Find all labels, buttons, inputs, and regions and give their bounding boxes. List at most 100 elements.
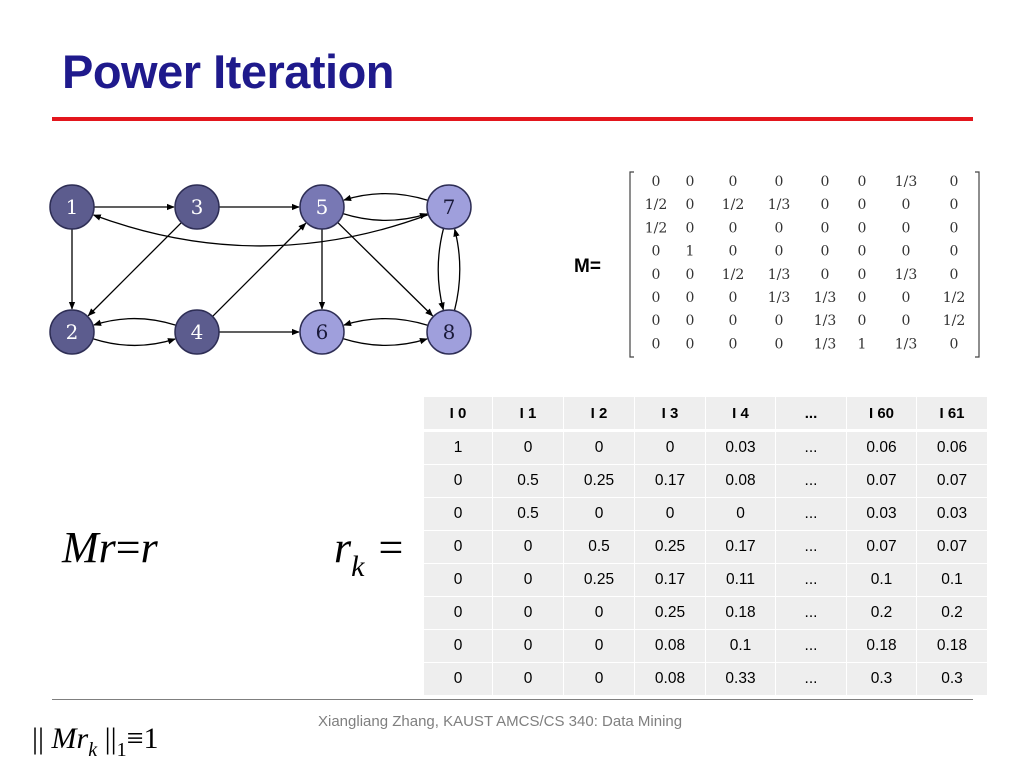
matrix-cell: 1/3 [768, 290, 791, 306]
matrix-cell: 0 [858, 290, 867, 306]
graph-node-6: 6 [299, 309, 345, 355]
matrix-cell: 0 [686, 290, 695, 306]
matrix-cell: 0 [858, 174, 867, 190]
matrix-cell: 0 [686, 336, 695, 352]
table-cell: 0.2 [916, 596, 987, 629]
table-header-cell: I 1 [492, 397, 563, 431]
table-cell: 0 [563, 629, 634, 662]
table-cell: 0 [424, 662, 492, 695]
matrix-cell: 0 [821, 174, 830, 190]
table-cell: 0.5 [563, 530, 634, 563]
matrix-cell: 0 [686, 174, 695, 190]
table-cell: 0 [424, 530, 492, 563]
graph-edge-5-8 [337, 221, 434, 317]
graph-node-1: 1 [49, 184, 95, 230]
table-cell: ... [775, 662, 846, 695]
table-cell: 0 [424, 563, 492, 596]
graph-node-circle [49, 184, 95, 230]
table-header-cell: I 60 [846, 397, 916, 431]
table-cell: 1 [424, 431, 492, 464]
footer-text: Xiangliang Zhang, KAUST AMCS/CS 340: Dat… [318, 713, 683, 730]
rk-equation: rk= [334, 522, 403, 584]
table-cell: 0 [563, 662, 634, 695]
table-cell: 0.17 [634, 563, 705, 596]
table-cell: 0 [492, 596, 563, 629]
matrix-cell: 0 [858, 244, 867, 260]
table-cell: ... [775, 596, 846, 629]
matrix-cell: 1/3 [768, 267, 791, 283]
matrix-cell: 0 [652, 336, 661, 352]
graph-edge-8-7 [453, 228, 461, 311]
norm-value: 1 [143, 722, 159, 755]
matrix-cell: 0 [686, 267, 695, 283]
matrix-cell: 0 [686, 197, 695, 213]
table-cell: 0.18 [705, 596, 775, 629]
equation-lhs: Mr [62, 523, 116, 572]
graph-node-label: 5 [316, 195, 329, 219]
matrix-cell: 0 [729, 174, 738, 190]
graph-edge-3-2 [87, 222, 182, 317]
matrix-cell: 0 [858, 197, 867, 213]
table-cell: 0.07 [846, 464, 916, 497]
matrix-cell: 0 [902, 313, 911, 329]
table-cell: 0.17 [634, 464, 705, 497]
matrix-cell: 0 [729, 220, 738, 236]
table-cell: 0 [492, 629, 563, 662]
norm-equation: || Mrk ||1≡1 [32, 722, 159, 762]
matrix-cell: 0 [950, 244, 959, 260]
table-cell: 0.18 [846, 629, 916, 662]
matrix-cell: 1/3 [768, 197, 791, 213]
table-header-cell: ... [775, 397, 846, 431]
table-cell: 0 [492, 662, 563, 695]
table-cell: 0.33 [705, 662, 775, 695]
table-cell: 0 [424, 497, 492, 530]
equation-equals: = [115, 523, 141, 572]
graph-node-5: 5 [299, 184, 345, 230]
norm-sub-1: 1 [116, 739, 127, 761]
graph-node-label: 4 [191, 320, 204, 344]
table-cell: 0.03 [846, 497, 916, 530]
matrix-cell: 0 [729, 336, 738, 352]
graph-edge-6-8 [342, 337, 428, 347]
table-cell: 0 [492, 530, 563, 563]
table-cell: 0.25 [563, 563, 634, 596]
table-header-cell: I 2 [563, 397, 634, 431]
matrix-cell: 0 [858, 313, 867, 329]
graph-edge-7-1 [92, 214, 429, 247]
graph-node-label: 7 [443, 195, 456, 219]
matrix-cell: 1/3 [895, 267, 918, 283]
table-cell: 0 [424, 596, 492, 629]
table-cell: 0 [563, 596, 634, 629]
table-cell: 0.25 [634, 530, 705, 563]
table-cell: 0.03 [916, 497, 987, 530]
graph-edge-5-7 [342, 212, 428, 222]
matrix-cell: 0 [821, 220, 830, 236]
table-cell: 0.06 [916, 431, 987, 464]
table-header-cell: I 0 [424, 397, 492, 431]
matrix-cell: 1/3 [895, 336, 918, 352]
graph-node-label: 2 [66, 320, 79, 344]
table-cell: 0 [424, 464, 492, 497]
table-cell: 0.1 [916, 563, 987, 596]
matrix-cell: 0 [686, 313, 695, 329]
matrix-cell: 1/2 [645, 197, 668, 213]
table-cell: 0 [563, 431, 634, 464]
matrix-cell: 1 [686, 244, 695, 260]
table-cell: 0.3 [916, 662, 987, 695]
table-cell: 0.08 [634, 662, 705, 695]
equation-rhs: r [140, 523, 158, 572]
matrix-cell: 0 [950, 174, 959, 190]
table-cell: 0.11 [705, 563, 775, 596]
matrix-cell: 0 [652, 244, 661, 260]
matrix-label: M= [574, 256, 601, 277]
matrix-cell: 0 [950, 220, 959, 236]
matrix-cell: 1/2 [645, 220, 668, 236]
table-cell: 0.3 [846, 662, 916, 695]
matrix-cell: 1/2 [722, 197, 745, 213]
